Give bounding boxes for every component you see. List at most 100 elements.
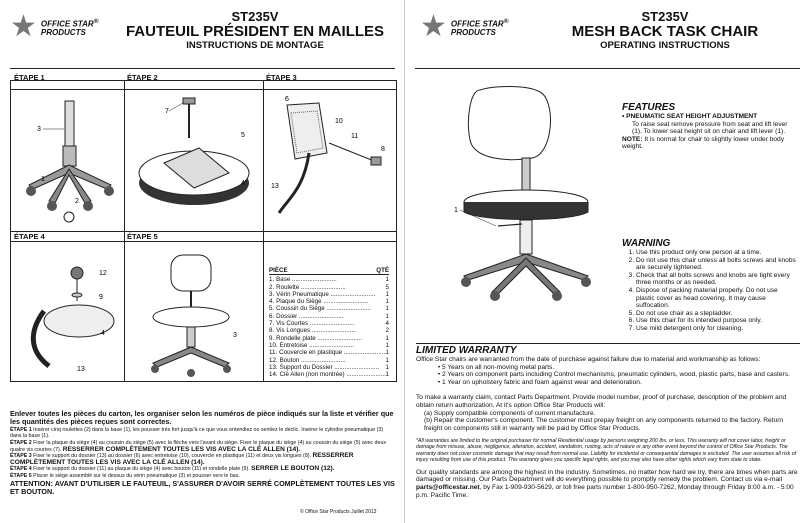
callout-11: 11 — [351, 133, 358, 140]
grid-line — [263, 231, 264, 381]
parts-list-row: 3.Vérin Pneumatique ....................… — [269, 290, 389, 298]
part-number: 14. — [269, 371, 278, 379]
callout-7: 7 — [165, 108, 169, 115]
callout-1: 1 — [454, 207, 458, 214]
parts-list-row: 13.Support du Dossier ..................… — [269, 363, 389, 371]
parts-list-row: 10.Entretoise ..........................… — [269, 341, 389, 349]
product-subtitle: OPERATING INSTRUCTIONS — [600, 40, 730, 51]
parts-email-link[interactable]: parts@officestar.net — [416, 483, 480, 491]
callout-12: 12 — [99, 270, 107, 277]
part-number: 10. — [269, 341, 278, 349]
star-logo-icon: ★ — [420, 10, 447, 43]
part-quantity: 1 — [385, 305, 389, 313]
warning-item: Use this chair for its intended purpose … — [636, 317, 798, 325]
claim-text: To make a warranty claim, contact Parts … — [416, 394, 787, 409]
part-number: 4. — [269, 298, 275, 306]
callout-3: 3 — [37, 126, 41, 133]
parts-list-row: 12.Bouton ..........................1 — [269, 356, 389, 364]
step5-chair-illustration: 3 — [151, 254, 237, 377]
step-label: ÉTAPE 2 — [127, 73, 158, 82]
part-quantity: 1 — [385, 298, 389, 306]
step-label: ÉTAPE 1 — [14, 73, 45, 82]
part-number: 1. — [269, 276, 275, 284]
callout-8: 8 — [381, 146, 385, 153]
step2-seat-illustration: 7 5 4 — [138, 97, 250, 205]
instruction-step-emphasis: RESSERRER COMPLÈTEMENT TOUTES LES VIS AV… — [10, 452, 354, 466]
part-name: Couvercle en plastique — [279, 349, 343, 357]
part-quantity: 1 — [385, 371, 389, 379]
parts-header: PIÈCE QTÉ — [269, 267, 389, 276]
callout-13: 13 — [77, 366, 85, 373]
part-name: Dossier — [276, 312, 298, 320]
part-name: Vis Longues — [276, 327, 311, 335]
part-number: 8. — [269, 327, 275, 335]
part-name: Plaque du Siège — [276, 298, 322, 306]
instruction-step-text: Placer le siège assemblé sur le dessus d… — [33, 472, 240, 479]
parts-list-row: 8.Vis Longues ..........................… — [269, 327, 389, 335]
quality-text: Our quality standards are among the high… — [416, 468, 798, 484]
grid-line — [124, 231, 125, 381]
parts-header-col1: PIÈCE — [269, 267, 288, 274]
warranty-intro: Office Star chairs are warranted from th… — [416, 356, 761, 363]
product-subtitle: INSTRUCTIONS DE MONTAGE — [186, 40, 324, 51]
instruction-step-label: ÉTAPE 4 — [10, 466, 32, 473]
step4-knob-illustration: 12 9 4 13 — [30, 266, 115, 373]
warning-item: Do not use chair as a stepladder. — [636, 310, 798, 318]
instruction-step-emphasis: SERRER LE BOUTON (12). — [251, 465, 335, 473]
part-quantity: 4 — [385, 320, 389, 328]
grid-line — [263, 81, 264, 231]
features-section: FEATURES • PNEUMATIC SEAT HEIGHT ADJUSTM… — [622, 102, 798, 151]
warranty-term-item: 2 Years on component parts including Con… — [442, 371, 800, 379]
warning-item: Do not use this chair unless all bolts s… — [636, 257, 798, 272]
right-title-block: ST235V MESH BACK TASK CHAIR OPERATING IN… — [530, 9, 800, 52]
model-number: ST235V — [231, 9, 279, 24]
part-name: Roulette — [276, 283, 300, 291]
part-quantity: 1 — [385, 356, 389, 364]
callout-5: 5 — [241, 132, 245, 139]
part-name: Vis Courtes — [276, 320, 309, 328]
part-name: Bouton — [279, 356, 300, 364]
brand-logo-right: ★ OFFICE STAR® PRODUCTS — [420, 12, 509, 42]
part-name: Coussin du Siège — [276, 305, 325, 313]
claim-option: (b) Repair the customer's component. The… — [424, 417, 784, 432]
page-divider — [404, 0, 405, 523]
callout-3: 3 — [233, 332, 237, 339]
copyright-footer: © Office Star Products Juillet 2013 — [300, 509, 377, 515]
parts-header-col2: QTÉ — [376, 267, 389, 274]
task-chair-illustration: 1 — [454, 86, 591, 301]
part-name: Base — [276, 276, 291, 284]
part-quantity: 1 — [385, 341, 389, 349]
grid-line — [11, 231, 396, 232]
star-logo-icon: ★ — [10, 10, 37, 43]
parts-list-row: 1.Base ..........................1 — [269, 276, 389, 284]
steps-grid: ÉTAPE 1 ÉTAPE 2 ÉTAPE 3 ÉTAPE 4 ÉTAPE 5 … — [10, 73, 397, 382]
part-number: 6. — [269, 312, 275, 320]
warranty-term-item: 1 Year on upholstery fabric and foam aga… — [442, 379, 800, 387]
registered-mark: ® — [503, 17, 509, 25]
part-quantity: 1 — [385, 290, 389, 298]
model-number: ST235V — [641, 9, 689, 24]
registered-mark: ® — [93, 17, 99, 25]
quality-text-contact: , by Fax 1-909-930-5629, or toll free pa… — [416, 483, 794, 499]
parts-list-row: 7.Vis Courtes ..........................… — [269, 320, 389, 328]
step-label: ÉTAPE 3 — [266, 73, 297, 82]
attention-note: ATTENTION: AVANT D'UTILISER LE FAUTEUIL,… — [10, 478, 395, 496]
product-title: MESH BACK TASK CHAIR — [571, 23, 759, 40]
grid-line — [11, 89, 396, 90]
part-name: Support du Dossier — [279, 363, 333, 371]
part-quantity: 1 — [385, 334, 389, 342]
feature-text: To raise seat remove pressure from seat … — [632, 120, 788, 136]
instruction-step: ÉTAPE 4 Fixer le support du dossier (11)… — [10, 466, 395, 473]
callout-9: 9 — [99, 294, 103, 301]
step3-backrest-illustration: 6 10 11 8 13 — [271, 96, 385, 214]
callout-6: 6 — [285, 96, 289, 103]
part-number: 12. — [269, 356, 278, 364]
callout-10: 10 — [335, 118, 343, 125]
part-quantity: 2 — [385, 327, 389, 335]
part-number: 13. — [269, 363, 278, 371]
callout-13: 13 — [271, 183, 279, 190]
warning-item: Use mild detergent only for cleaning. — [636, 325, 798, 333]
instruction-step-label: ÉTAPE 1 — [10, 426, 32, 433]
parts-list-row: 11.Couvercle en plastique ..............… — [269, 349, 389, 357]
instruction-step-label: ÉTAPE 3 — [10, 453, 32, 460]
